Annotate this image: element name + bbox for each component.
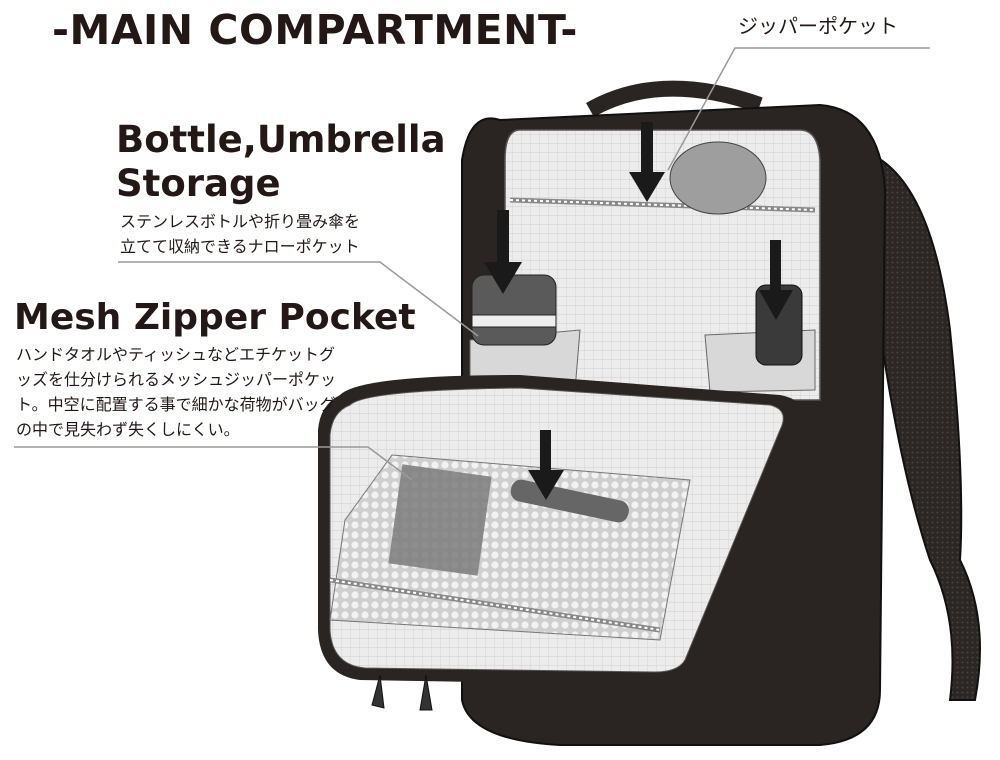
zipper-pocket-label: ジッパーポケット <box>738 14 898 38</box>
towel-item <box>388 464 492 576</box>
mesh-desc-line4: の中で見失わず失くしにくい。 <box>16 420 240 439</box>
zipper-pull <box>371 674 433 711</box>
mesh-pocket <box>329 454 691 641</box>
mesh-heading: Mesh Zipper Pocket <box>14 297 416 338</box>
mesh-desc-line2: ッズを仕分けられるメッシュジッパーポケッ <box>16 370 337 389</box>
page-title: -MAIN COMPARTMENT- <box>52 6 578 54</box>
handle <box>586 80 763 118</box>
mesh-desc-line3: ト。中空に配置する事で細かな荷物がバッグ <box>16 395 336 414</box>
shoulder-strap <box>858 148 981 701</box>
mouse-item <box>669 141 767 215</box>
bottle-desc-line1: ステンレスボトルや折り畳み傘を <box>120 212 361 231</box>
bottle-item <box>471 274 557 346</box>
bottle-desc-line2: 立てて収納できるナローポケット <box>120 237 360 256</box>
bottle-heading-line2: Storage <box>116 162 281 205</box>
arrow-icons <box>484 122 793 500</box>
bottle-heading-line1: Bottle,Umbrella <box>116 118 446 161</box>
mesh-desc-line1: ハンドタオルやティッシュなどエチケットグ <box>16 345 336 364</box>
